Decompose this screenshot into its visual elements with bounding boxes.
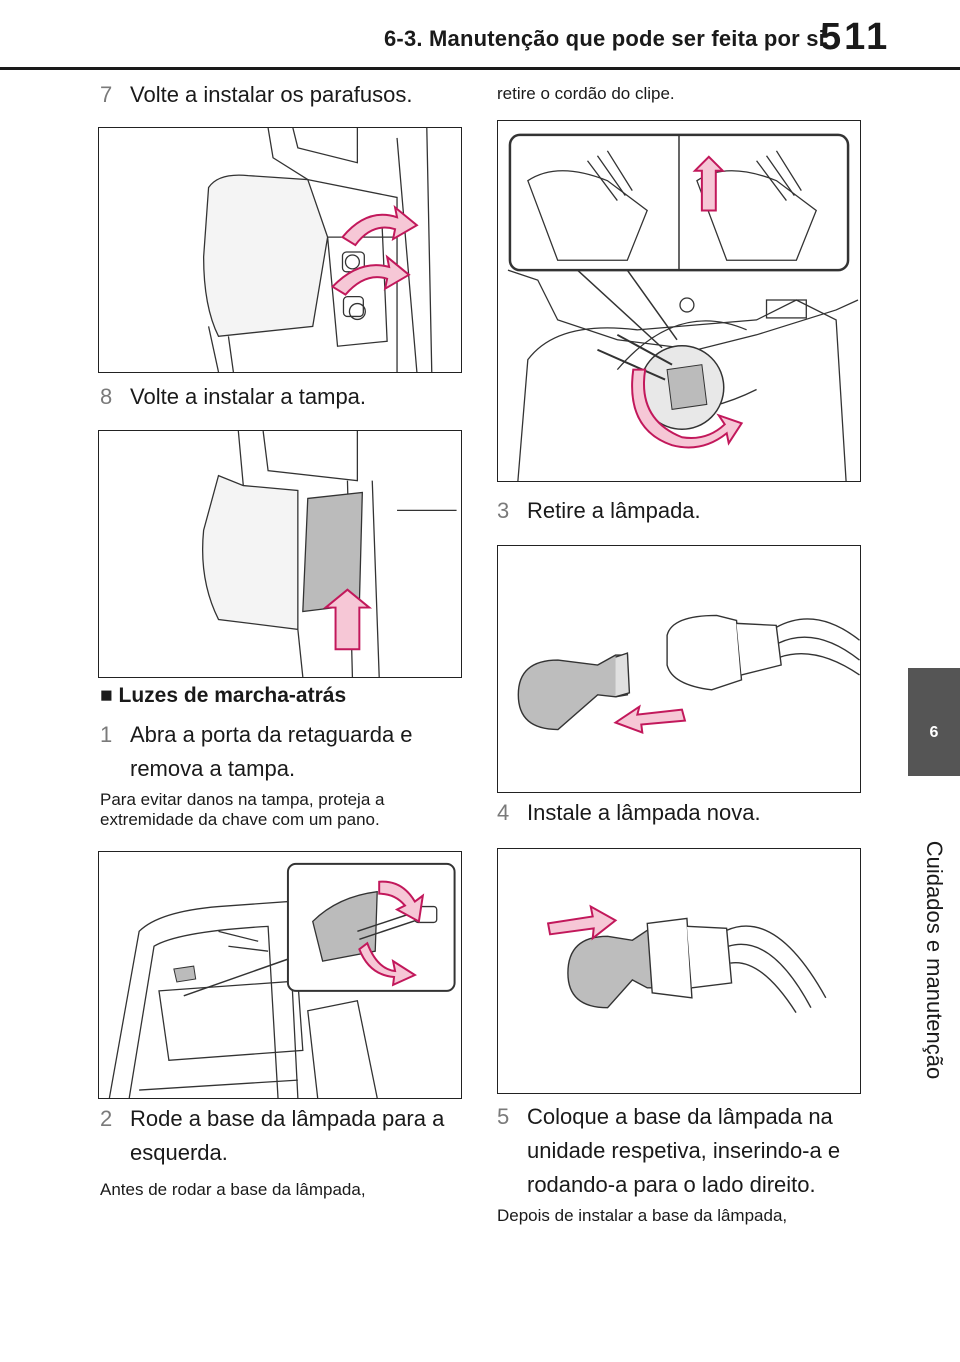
step-number: 3 — [497, 498, 510, 523]
header-divider — [0, 67, 960, 70]
step-number: 7 — [100, 82, 113, 107]
note-remove-cord: retire o cordão do clipe. — [497, 84, 675, 103]
figure-screws — [98, 127, 462, 373]
remove-bulb-illustration — [517, 614, 860, 734]
note-after-install: Depois de instalar a base da lâmpada, — [497, 1206, 788, 1225]
step-2: 2 Rode a base da lâmpada para a esquerda… — [100, 1102, 460, 1170]
step-number: 2 — [100, 1106, 113, 1131]
figure-remove-bulb — [497, 545, 861, 793]
page-header: 6-3. Manutenção que pode ser feita por s… — [0, 0, 960, 70]
note-before-rotating: Antes de rodar a base da lâmpada, — [100, 1180, 366, 1199]
figure-install-bulb — [497, 848, 861, 1094]
chapter-label: Cuidados e manutenção — [922, 840, 947, 1080]
step-number: 4 — [497, 800, 510, 825]
section-title: 6-3. Manutenção que pode ser feita por s… — [384, 26, 825, 51]
step-1: 1 Abra a porta da retaguarda e remova a … — [100, 718, 440, 786]
chapter-number: 6 — [929, 724, 939, 741]
step-5: 5 Coloque a base da lâmpada na unidade r… — [497, 1100, 877, 1202]
step-text: Coloque a base da lâmpada na unidade res… — [527, 1104, 841, 1197]
step-8: 8 Volte a instalar a tampa. — [100, 380, 460, 414]
step-text: Retire a lâmpada. — [527, 498, 701, 523]
cover-illustration — [201, 431, 457, 677]
step-4: 4 Instale a lâmpada nova. — [497, 796, 857, 830]
step-text: Volte a instalar os parafusos. — [130, 82, 413, 107]
bulb-base-illustration — [507, 133, 859, 481]
tailgate-illustration — [108, 862, 456, 1098]
figure-bulb-base — [497, 120, 861, 482]
step-number: 1 — [100, 722, 113, 747]
step-text: Volte a instalar a tampa. — [130, 384, 367, 409]
step-3: 3 Retire a lâmpada. — [497, 494, 857, 528]
step-7: 7 Volte a instalar os parafusos. — [100, 78, 460, 112]
step-number: 5 — [497, 1104, 510, 1129]
note-protect-cover: Para evitar danos na tampa, proteja a ex… — [100, 790, 385, 829]
chapter-tab[interactable]: 6 — [908, 668, 960, 776]
step-text: Instale a lâmpada nova. — [527, 800, 761, 825]
figure-tailgate — [98, 851, 462, 1099]
figure-cover — [98, 430, 462, 678]
section-heading: ■ Luzes de marcha-atrás — [100, 684, 346, 708]
step-text: Abra a porta da retaguarda e remova a ta… — [130, 722, 413, 781]
step-number: 8 — [100, 384, 113, 409]
section-marker: ■ — [100, 684, 113, 707]
step-text: Rode a base da lâmpada para a esquerda. — [130, 1106, 445, 1165]
page-number: 511 — [820, 16, 891, 58]
install-bulb-illustration — [546, 904, 827, 1014]
screws-illustration — [202, 128, 433, 372]
section-heading-text: Luzes de marcha-atrás — [118, 684, 347, 707]
